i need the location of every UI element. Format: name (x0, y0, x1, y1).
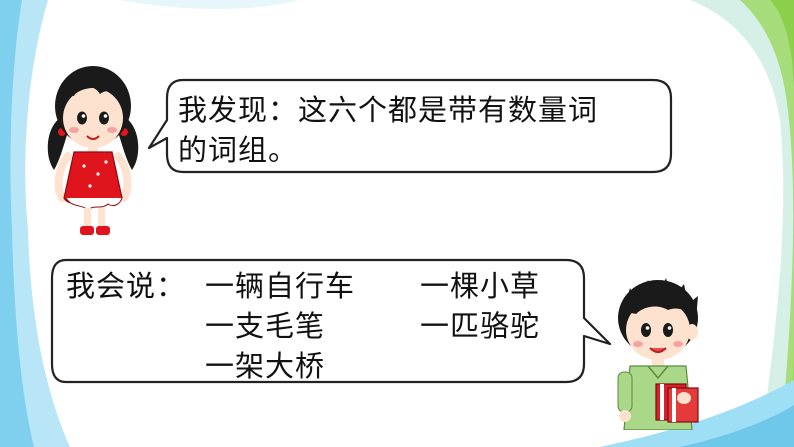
phrase-item: 一匹骆驼 (420, 309, 541, 343)
phrase-item: 一架大桥 (205, 349, 326, 383)
girl-cartoon-icon (47, 66, 139, 235)
phrase-item: 一支毛笔 (205, 309, 326, 343)
boy-speech-bubble (50, 258, 612, 384)
boy-bubble-lead: 我会说： (66, 269, 187, 303)
girl-bubble-line1: 我发现：这六个都是带有数量词 (178, 93, 599, 127)
girl-bubble-line2: 的词组。 (178, 133, 299, 167)
girl-speech-bubble (147, 78, 673, 174)
boy-cartoon-icon (617, 278, 699, 430)
phrase-item: 一辆自行车 (205, 269, 356, 303)
phrase-item: 一棵小草 (420, 269, 541, 303)
